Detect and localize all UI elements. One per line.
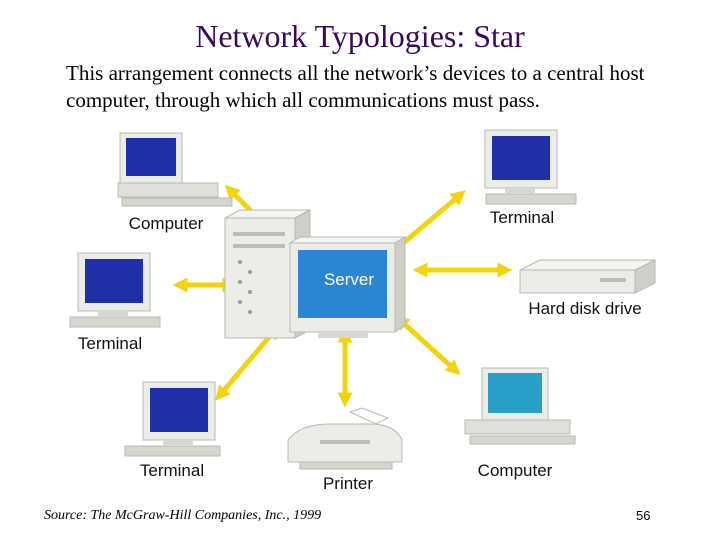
terminal-top-right-label: Terminal — [490, 208, 554, 227]
slide-title: Network Typologies: Star — [195, 18, 525, 54]
printer-icon — [287, 407, 403, 470]
arrow-terminal-bottom-left — [215, 324, 280, 401]
terminal-top-right-node: Terminal — [484, 129, 577, 227]
terminal-icon — [69, 252, 161, 328]
terminal-mid-left-node: Terminal — [69, 252, 161, 353]
computer-top-left-node: Computer — [117, 132, 233, 233]
computer-icon — [117, 132, 233, 207]
computer-bottom-right-node: Computer — [464, 367, 576, 480]
printer-label: Printer — [323, 474, 373, 493]
slide-description: This arrangement connects all the networ… — [66, 61, 645, 112]
arrow-computer-bottom-right — [394, 314, 461, 376]
hard-disk-drive-node: Hard disk drive — [519, 259, 656, 318]
terminal-icon — [124, 381, 221, 457]
printer-node: Printer — [287, 407, 403, 493]
terminal-bottom-left-label: Terminal — [140, 461, 204, 480]
computer-icon — [464, 367, 576, 445]
server-label: Server — [324, 270, 374, 289]
terminal-icon — [484, 129, 577, 205]
arrow-terminal-top-right — [389, 190, 466, 255]
terminal-bottom-left-node: Terminal — [124, 381, 221, 480]
server-node: Server — [224, 209, 407, 339]
terminal-mid-left-label: Terminal — [78, 334, 142, 353]
hard-disk-drive-icon — [519, 259, 656, 294]
server-monitor — [288, 236, 407, 338]
page-number: 56 — [636, 508, 651, 523]
source-citation: Source: The McGraw-Hill Companies, Inc.,… — [44, 508, 322, 523]
computer-bottom-right-label: Computer — [478, 461, 553, 480]
hard-disk-drive-label: Hard disk drive — [528, 299, 641, 318]
computer-top-left-label: Computer — [129, 214, 204, 233]
